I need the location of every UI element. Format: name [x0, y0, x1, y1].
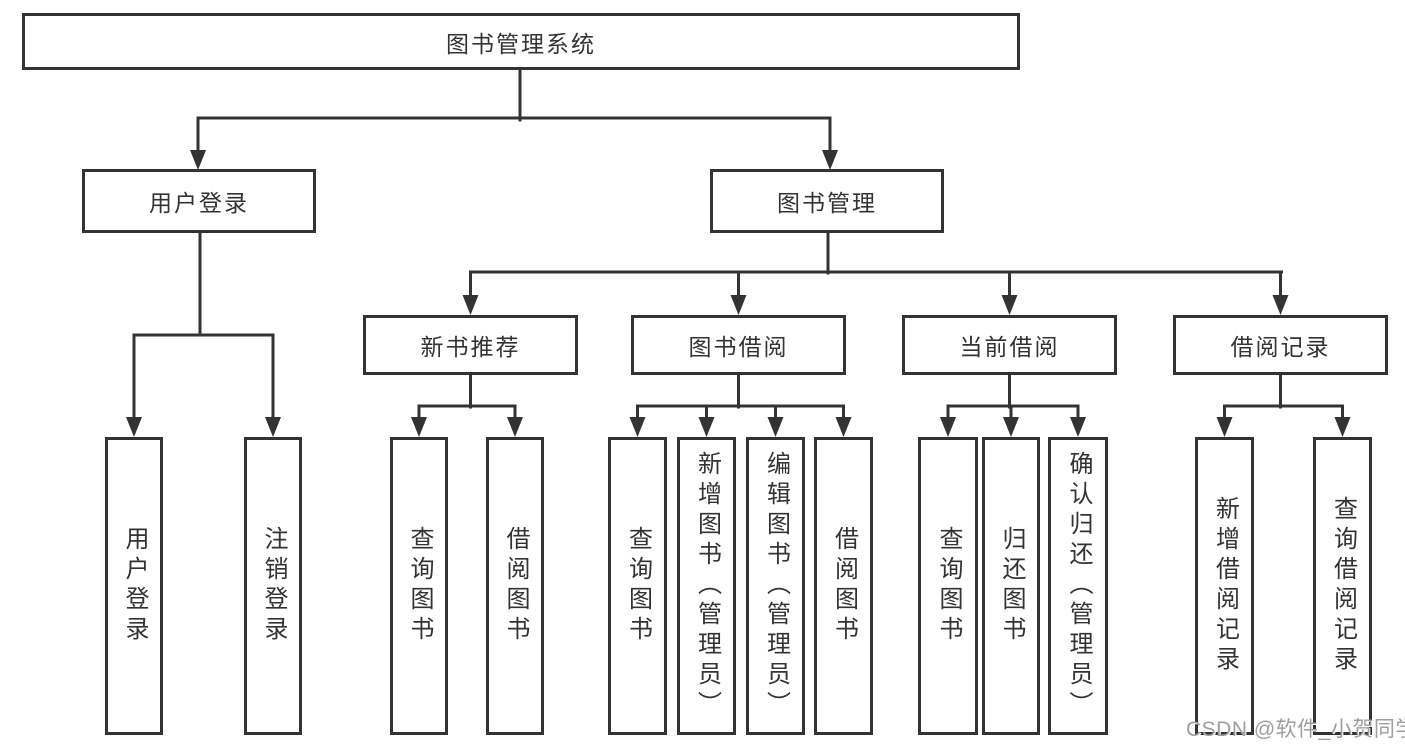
leaf-borrow-books-recommend-label: 借阅图书 — [502, 526, 529, 646]
csdn-watermark: CSDN @软件_小贺同学 — [1186, 718, 1405, 741]
node-library-system: 图书管理系统 — [22, 13, 1020, 70]
leaf-logout-login-label: 注销登录 — [260, 526, 287, 646]
connector-current-borrowing-branch — [946, 373, 1080, 421]
leaf-add-book-admin: 新增图书（管理员） — [677, 437, 736, 735]
node-new-book-recommend-label: 新书推荐 — [420, 334, 521, 360]
node-new-book-recommend: 新书推荐 — [363, 315, 578, 375]
node-user-login: 用户登录 — [82, 169, 316, 233]
connector-new-book-recommend-branch — [417, 373, 517, 421]
leaf-query-borrow-record: 查询借阅记录 — [1313, 437, 1372, 735]
node-current-borrowing-label: 当前借阅 — [959, 334, 1060, 360]
node-book-management: 图书管理 — [710, 169, 944, 233]
leaf-query-books-recommend: 查询图书 — [390, 437, 448, 735]
leaf-query-books-recommend-label: 查询图书 — [406, 526, 433, 646]
leaf-logout-login: 注销登录 — [244, 437, 302, 735]
leaf-query-borrow-record-label: 查询借阅记录 — [1329, 496, 1357, 676]
node-book-borrowing-label: 图书借阅 — [688, 334, 789, 360]
leaf-query-books-borrowing: 查询图书 — [608, 437, 667, 735]
leaf-add-borrow-record-label: 新增借阅记录 — [1211, 496, 1239, 676]
leaf-add-book-admin-label: 新增图书（管理员） — [693, 451, 721, 721]
node-book-borrowing: 图书借阅 — [631, 315, 846, 375]
connector-user-login-branch — [132, 231, 275, 421]
connector-book-borrowing-branch — [636, 373, 845, 421]
leaf-user-login: 用户登录 — [105, 437, 163, 735]
leaf-confirm-return-admin-label: 确认归还（管理员） — [1065, 451, 1092, 721]
leaf-add-borrow-record: 新增借阅记录 — [1195, 437, 1254, 735]
leaf-borrow-books-borrowing: 借阅图书 — [814, 437, 873, 735]
node-user-login-label: 用户登录 — [149, 190, 249, 216]
leaf-borrow-books-recommend: 借阅图书 — [486, 437, 544, 735]
connector-root-to-level2 — [196, 68, 832, 154]
node-borrowing-records: 借阅记录 — [1173, 315, 1388, 375]
node-library-system-label: 图书管理系统 — [446, 30, 596, 57]
leaf-edit-book-admin-label: 编辑图书（管理员） — [762, 451, 790, 721]
node-current-borrowing: 当前借阅 — [902, 315, 1117, 375]
leaf-query-books-current: 查询图书 — [918, 437, 978, 735]
node-book-management-label: 图书管理 — [777, 190, 877, 216]
leaf-edit-book-admin: 编辑图书（管理员） — [746, 437, 805, 735]
node-borrowing-records-label: 借阅记录 — [1230, 334, 1331, 360]
leaf-user-login-label: 用户登录 — [121, 526, 148, 646]
leaf-confirm-return-admin: 确认归还（管理员） — [1048, 437, 1108, 735]
leaf-return-book: 归还图书 — [982, 437, 1040, 735]
connector-borrowing-records-branch — [1223, 373, 1344, 421]
leaf-query-books-current-label: 查询图书 — [935, 526, 962, 646]
leaf-return-book-label: 归还图书 — [998, 526, 1025, 646]
leaf-borrow-books-borrowing-label: 借阅图书 — [830, 526, 858, 646]
leaf-query-books-borrowing-label: 查询图书 — [624, 526, 652, 646]
connector-book-management-branch — [469, 231, 1283, 299]
